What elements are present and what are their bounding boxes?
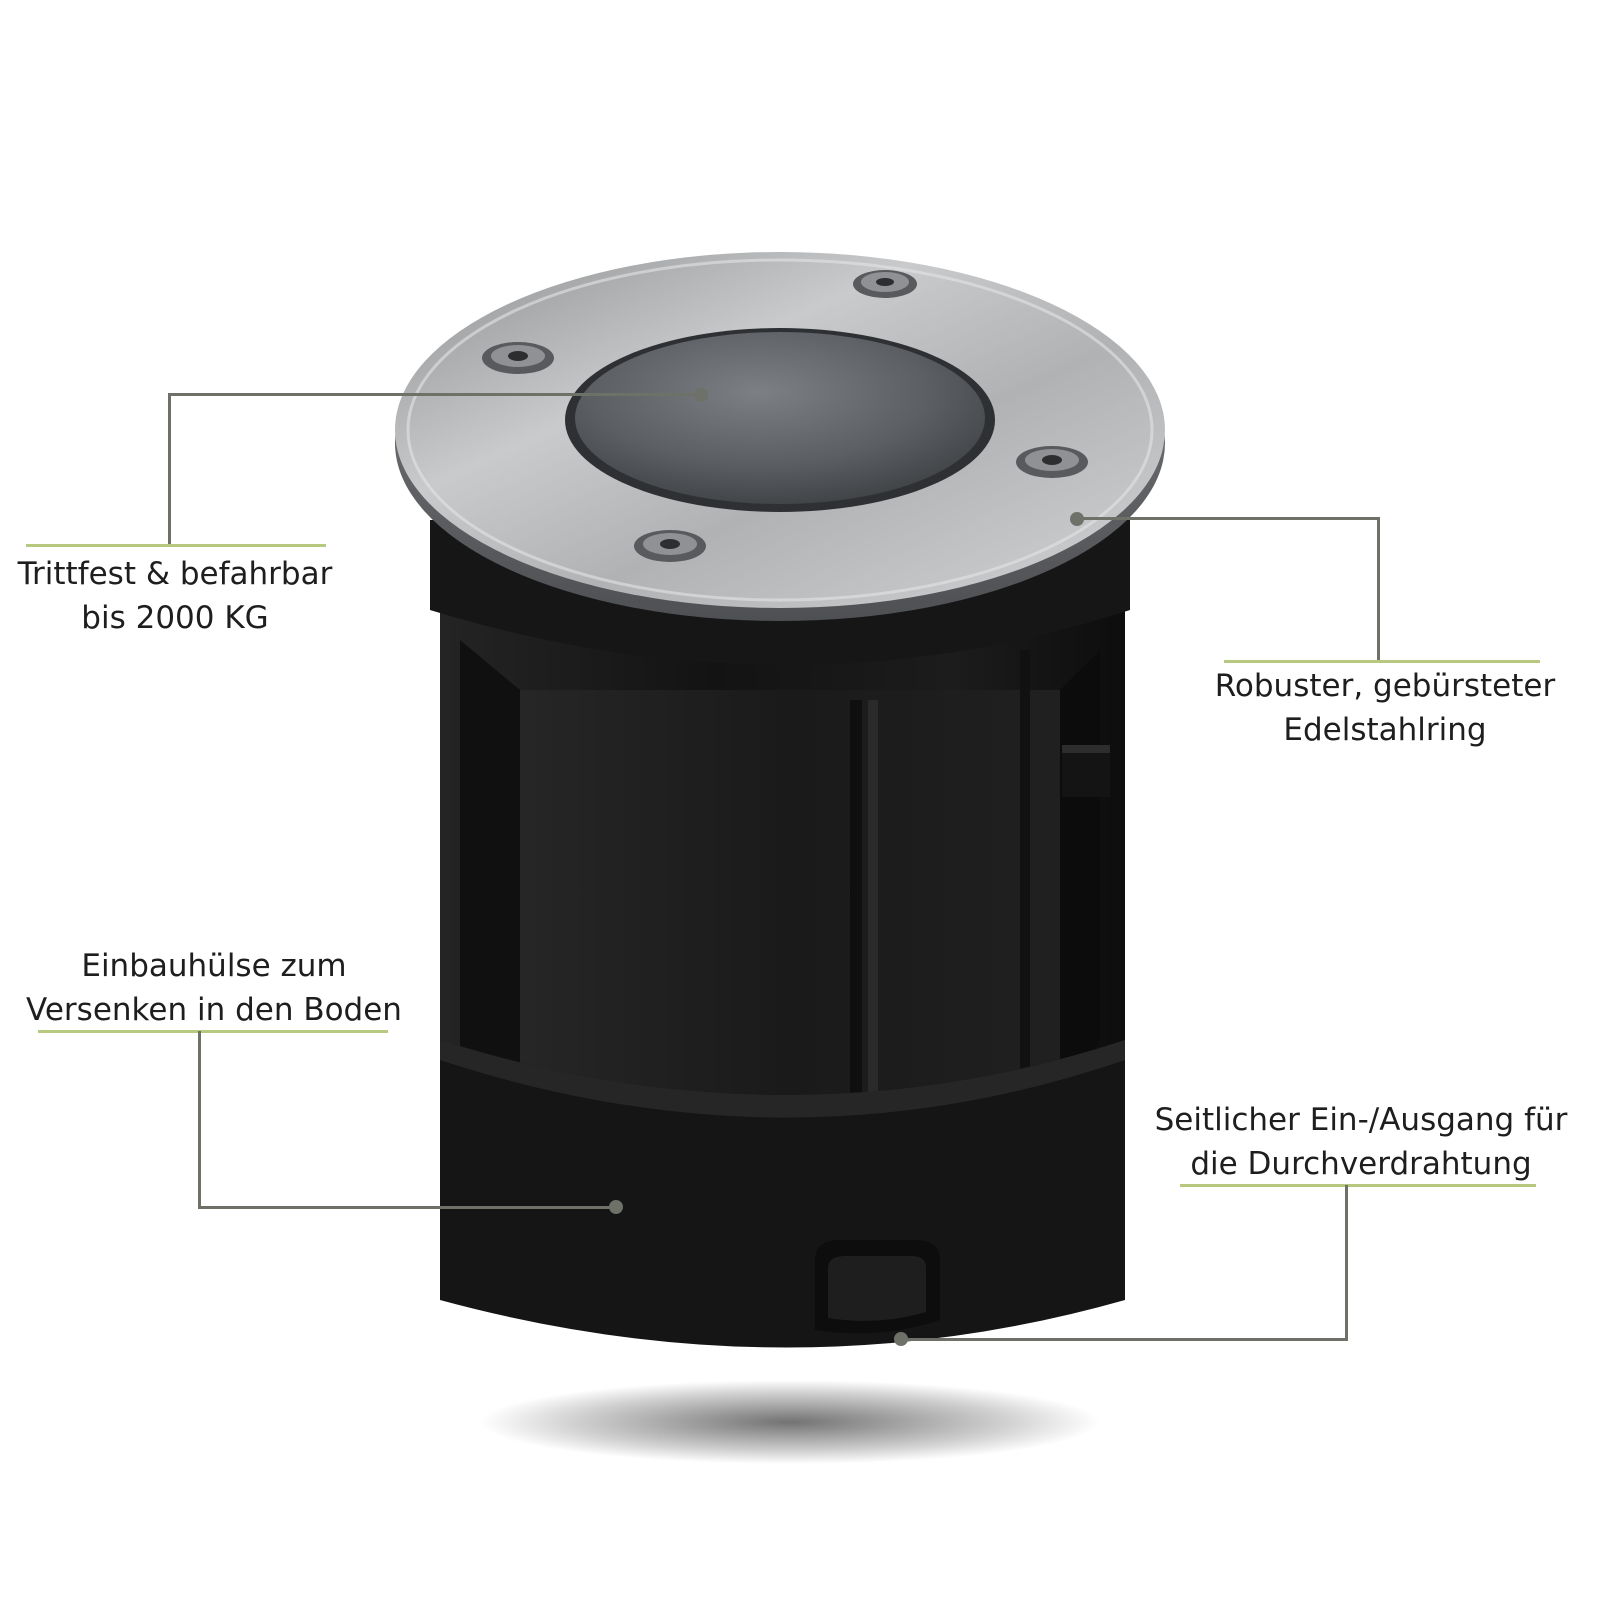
leader-dot [894,1332,908,1346]
callout-underline [1224,660,1540,663]
glass-lens [575,332,985,504]
callout-line: die Durchverdrahtung [1190,1146,1532,1182]
callout-underline [38,1030,388,1033]
callout-line: Einbauhülse zum [81,948,347,984]
leader-line [198,1206,616,1209]
leader-line [1377,517,1380,662]
callout-line: Robuster, gebürsteter [1214,668,1556,704]
callout-line: bis 2000 KG [81,600,269,636]
screw-icon [853,270,917,298]
callout-line: Edelstahlring [1283,712,1487,748]
leader-line [902,1338,1348,1341]
callout-line: Seitlicher Ein-/Ausgang für [1154,1102,1568,1138]
callout-underline [26,544,326,547]
leader-dot [694,388,708,402]
screw-icon [1016,446,1088,478]
screw-icon [634,530,706,562]
leader-dot [609,1200,623,1214]
callout-seitlicher: Seitlicher Ein-/Ausgang für die Durchver… [1130,1098,1592,1186]
floor-shadow [480,1380,1100,1464]
rib [850,700,862,1170]
leader-line [198,1031,201,1208]
callout-einbauhuelse: Einbauhülse zum Versenken in den Boden [0,944,428,1032]
lower-base [440,1040,1125,1348]
callout-line: Trittfest & befahrbar [17,556,333,592]
inner-tube [520,690,1060,1148]
callout-line: Versenken in den Boden [26,992,402,1028]
callout-robuster: Robuster, gebürsteter Edelstahlring [1195,664,1575,752]
side-clip [1062,745,1110,797]
leader-line [1076,517,1379,520]
screw-icon [482,342,554,374]
callout-underline [1180,1184,1536,1187]
leader-line [1345,1185,1348,1340]
callout-trittfest: Trittfest & befahrbar bis 2000 KG [0,552,350,640]
leader-line [168,393,698,396]
leader-line [168,393,171,545]
